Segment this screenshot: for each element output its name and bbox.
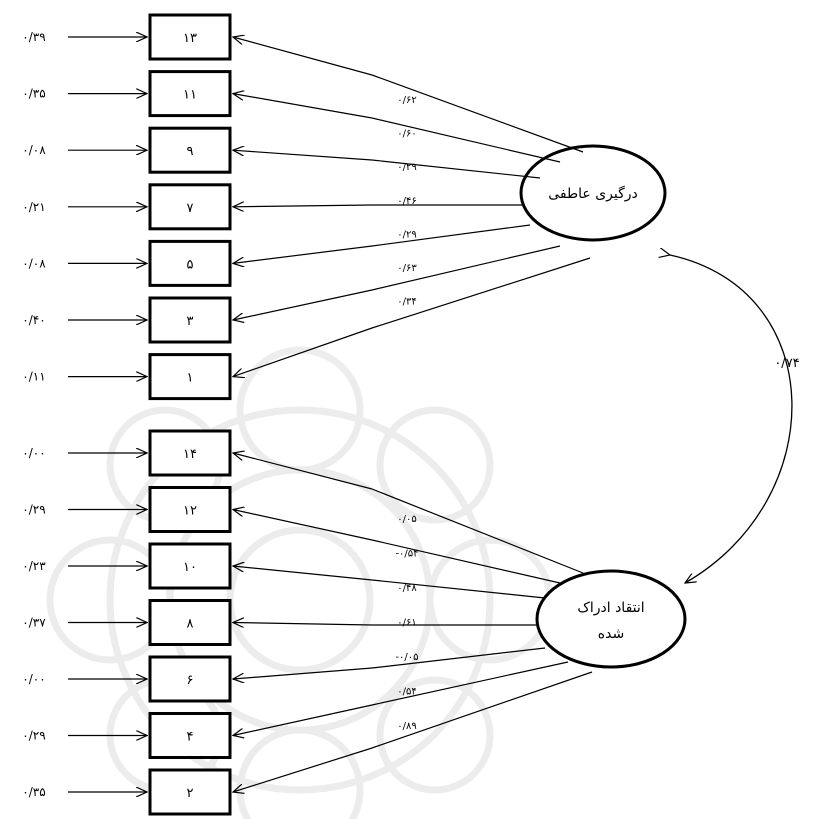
factor-correlation-arrow xyxy=(670,255,793,583)
factor-loading-label: ۰/۶۳ xyxy=(397,263,417,274)
loading-arrow xyxy=(233,510,373,541)
indicator-box xyxy=(148,239,232,287)
indicator-label: ۱ xyxy=(187,371,194,386)
error-variance-label: ۰/۰۸ xyxy=(22,143,46,157)
loading-path-segment xyxy=(371,671,593,749)
indicator-label: ۲ xyxy=(187,786,194,801)
loading-path-segment xyxy=(371,539,561,584)
error-variance-label: ۰/۲۹ xyxy=(22,503,45,517)
error-variance-label: ۰/۳۵ xyxy=(22,87,45,101)
indicator-box xyxy=(148,599,232,646)
error-variance-label: ۰/۳۹ xyxy=(22,30,45,44)
factor-loading-label: ۰/۶۲ xyxy=(397,95,416,106)
indicator-label: ۹ xyxy=(187,144,194,159)
indicator-box xyxy=(148,712,232,759)
indicator-label: ۵ xyxy=(187,257,194,272)
error-variance-label: ۰/۳۷ xyxy=(22,616,46,630)
loading-arrow xyxy=(233,667,373,679)
factor-loading-label: ۰/۴۶ xyxy=(397,196,416,207)
factor-loading-label: ۰/۲۹ xyxy=(397,162,416,173)
factor-loading-label: -۰/۰۵ xyxy=(395,652,418,663)
factor-loading-label: ۰/۰۵ xyxy=(397,514,416,525)
loading-path-segment xyxy=(371,647,546,669)
loading-arrow xyxy=(233,94,373,119)
loading-path-segment xyxy=(371,159,541,179)
loading-arrow xyxy=(233,289,373,320)
indicator-label: ۳ xyxy=(187,314,194,329)
indicator-box xyxy=(148,542,232,590)
loading-path-segment xyxy=(371,245,561,291)
loading-path-segment xyxy=(371,117,561,163)
factor-loading-label: ۰/۵۴ xyxy=(397,687,416,698)
factor-perceived-criticism: انتقاد ادراک شده xyxy=(535,569,687,669)
factor-label-line2: شده xyxy=(598,626,624,642)
indicator-label: ۱۰ xyxy=(183,560,197,575)
indicator-label: ۱۳ xyxy=(183,31,197,46)
factor-loading-label: ۰/۳۴ xyxy=(397,297,416,308)
indicator-label: ۱۲ xyxy=(183,504,197,519)
loading-arrow xyxy=(233,704,373,736)
indicator-label: ۶ xyxy=(187,673,194,688)
indicator-box xyxy=(148,126,232,174)
factor-label-line1: انتقاد ادراک xyxy=(577,600,644,616)
error-variance-label: ۰/۰۰ xyxy=(22,672,45,686)
loading-path-segment xyxy=(371,488,584,574)
indicator-label: ۴ xyxy=(187,730,194,745)
loading-path-segment xyxy=(371,74,584,153)
indicator-box xyxy=(148,296,232,344)
indicator-box xyxy=(148,486,232,533)
indicator-box xyxy=(148,70,232,118)
loading-arrow xyxy=(233,566,373,581)
loading-arrow xyxy=(233,37,373,76)
watermark-ornament xyxy=(46,346,554,819)
error-variance-label: ۰/۰۸ xyxy=(22,256,46,270)
loading-arrow xyxy=(233,623,373,626)
loading-path-segment xyxy=(371,579,546,599)
error-variance-label: ۰/۲۱ xyxy=(22,200,45,214)
indicator-box xyxy=(148,655,232,703)
error-variance-label: ۰/۲۹ xyxy=(22,729,45,743)
factor-loading-label: ۰/۸۹ xyxy=(397,721,416,732)
indicator-label: ۱۱ xyxy=(183,88,197,103)
indicator-label: ۱۴ xyxy=(183,447,197,462)
factor-loading-label: ۰/۴۸ xyxy=(397,583,417,594)
indicator-box xyxy=(148,768,232,816)
factor-loading-label: ۰/۲۹ xyxy=(397,229,416,240)
indicator-label: ۷ xyxy=(187,201,194,216)
loading-arrow xyxy=(233,327,373,377)
loading-arrow xyxy=(233,453,373,490)
factor-loading-label: ۰/۶۱ xyxy=(397,618,416,629)
loading-arrow xyxy=(233,150,373,161)
error-variance-label: ۰/۴۰ xyxy=(22,313,45,327)
loading-path-segment xyxy=(371,661,569,706)
factor-loading-label: -۰/۵۴ xyxy=(395,549,418,560)
indicator-box xyxy=(148,353,232,401)
loading-arrow xyxy=(233,205,373,207)
loading-arrow xyxy=(233,245,373,263)
indicator-box xyxy=(148,183,232,231)
indicator-box xyxy=(148,429,232,477)
loading-path-segment xyxy=(371,257,591,329)
error-variance-label: ۰/۰۰ xyxy=(22,446,45,460)
factor-loading-label: ۰/۶۰ xyxy=(397,129,416,140)
correlation-label: ۰/۷۴ xyxy=(774,356,799,371)
factor-label: درگیری عاطفی xyxy=(548,185,638,202)
error-variance-label: ۰/۳۵ xyxy=(22,785,45,799)
error-variance-label: ۰/۱۱ xyxy=(22,370,45,384)
indicator-box xyxy=(148,13,232,61)
loading-arrow xyxy=(233,747,373,792)
error-variance-label: ۰/۲۳ xyxy=(22,559,46,573)
factor-emotional-involvement: درگیری عاطفی xyxy=(519,144,667,242)
indicator-label: ۸ xyxy=(187,617,194,632)
loading-path-segment xyxy=(371,224,531,247)
